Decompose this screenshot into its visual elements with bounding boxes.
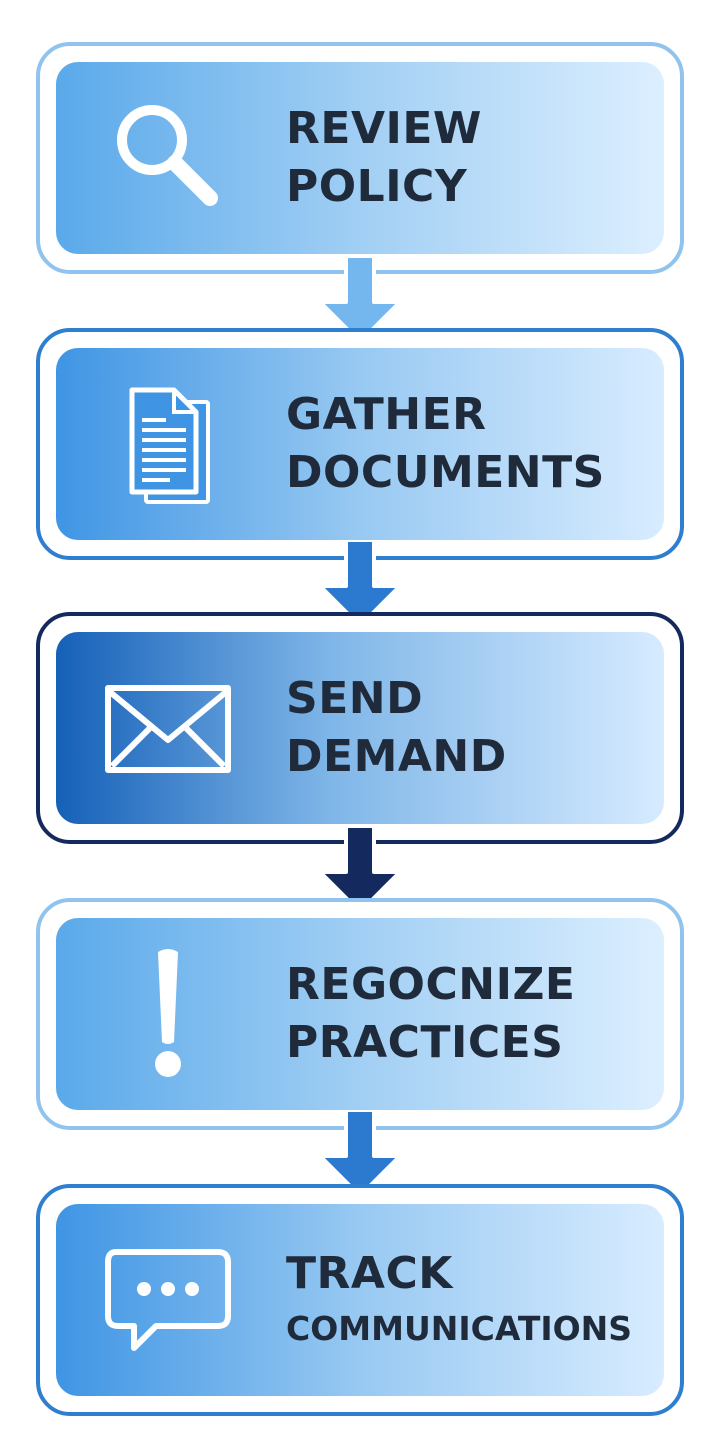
step-title-line2: PRACTICES (286, 1017, 564, 1068)
step-title-line2: DOCUMENTS (286, 447, 605, 498)
step-label: REGOCNIZE PRACTICES (286, 956, 654, 1072)
step-panel: REVIEW POLICY (56, 62, 664, 254)
step-label: TRACK COMMUNICATIONS (286, 1245, 654, 1355)
envelope-icon (100, 660, 236, 796)
magnifier-icon (100, 90, 236, 226)
step-gather-documents: GATHER DOCUMENTS (36, 328, 684, 560)
exclamation-icon (100, 946, 236, 1082)
step-track-communications: TRACK COMMUNICATIONS (36, 1184, 684, 1416)
down-arrow-icon (318, 256, 402, 344)
step-label: SEND DEMAND (286, 670, 654, 786)
step-panel: SEND DEMAND (56, 632, 664, 824)
step-title-line2: DEMAND (286, 731, 507, 782)
step-title-line1: REVIEW (286, 103, 482, 154)
step-panel: GATHER DOCUMENTS (56, 348, 664, 540)
step-title-line2: POLICY (286, 161, 468, 212)
step-label: REVIEW POLICY (286, 100, 654, 216)
step-send-demand: SEND DEMAND (36, 612, 684, 844)
down-arrow-icon (318, 826, 402, 914)
step-panel: TRACK COMMUNICATIONS (56, 1204, 664, 1396)
step-title-line1: TRACK (286, 1248, 453, 1299)
step-regocnize-practices: REGOCNIZE PRACTICES (36, 898, 684, 1130)
step-title-line1: SEND (286, 673, 424, 724)
step-title-line2: COMMUNICATIONS (286, 1309, 633, 1348)
step-review-policy: REVIEW POLICY (36, 42, 684, 274)
step-label: GATHER DOCUMENTS (286, 386, 654, 502)
chat-bubble-icon (100, 1232, 236, 1368)
down-arrow-icon (318, 540, 402, 628)
step-title-line1: GATHER (286, 389, 487, 440)
down-arrow-icon (318, 1110, 402, 1198)
step-title-line1: REGOCNIZE (286, 959, 576, 1010)
document-icon (100, 376, 236, 512)
step-panel: REGOCNIZE PRACTICES (56, 918, 664, 1110)
